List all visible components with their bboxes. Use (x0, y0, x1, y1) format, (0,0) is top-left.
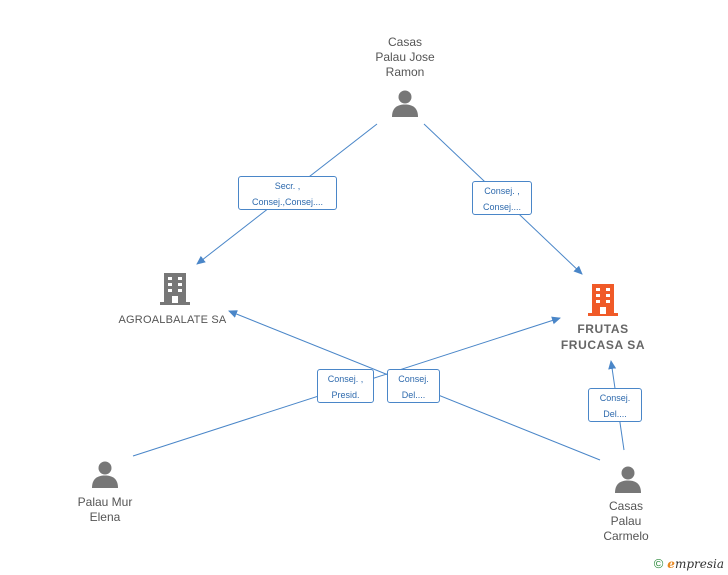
relation-label-line: Consej. , (327, 374, 364, 384)
node-label-line: Carmelo (603, 529, 649, 543)
node-label-line: Palau (610, 514, 642, 528)
brand-logo: empresia (667, 557, 724, 571)
relation-label[interactable]: Consej. Del.... (387, 369, 440, 403)
node-label-line: Casas (608, 499, 643, 513)
node-label-line: Palau Mur (77, 495, 133, 509)
copyright-icon: © (653, 556, 664, 571)
person-icon[interactable] (90, 459, 120, 489)
node-label-line: Palau Jose (375, 50, 435, 64)
building-icon[interactable] (588, 282, 618, 316)
relation-label-line: Consej. (398, 374, 429, 384)
node-label-line: Elena (89, 510, 121, 524)
relation-label-line: Consej. , (484, 186, 520, 196)
person-icon[interactable] (613, 464, 643, 494)
node-label-line: AGROALBALATE SA (118, 314, 227, 326)
node-label-frutas-frucasa-sa[interactable]: FRUTAS FRUCASA SA (548, 321, 658, 353)
node-label-palau-mur-elena[interactable]: Palau Mur Elena (55, 495, 155, 525)
brand-footer: ©empresia (654, 556, 724, 571)
node-label-casas-palau-jose-ramon[interactable]: Casas Palau Jose Ramon (355, 35, 455, 80)
node-label-line: FRUTAS (577, 322, 629, 336)
node-label-line: FRUCASA SA (560, 338, 646, 352)
relation-label-line: Consej.,Consej.... (251, 197, 324, 207)
relation-label[interactable]: Consej. Del.... (588, 388, 642, 422)
relation-label-line: Consej. (599, 393, 631, 403)
relation-label[interactable]: Consej. , Presid. (317, 369, 374, 403)
node-label-line: Casas (387, 35, 422, 49)
relation-label[interactable]: Consej. , Consej.... (472, 181, 532, 215)
relation-label-line: Del.... (401, 390, 426, 400)
relation-label-line: Del.... (603, 409, 627, 419)
node-label-casas-palau-carmelo[interactable]: Casas Palau Carmelo (576, 499, 676, 544)
relation-label-line: Consej.... (482, 202, 522, 212)
relation-label[interactable]: Secr. , Consej.,Consej.... (238, 176, 337, 210)
node-label-line: Ramon (385, 65, 425, 79)
node-label-agroalbalate-sa[interactable]: AGROALBALATE SA (105, 313, 240, 328)
building-icon[interactable] (160, 271, 190, 305)
relation-label-line: Presid. (331, 390, 360, 400)
relation-label-line: Secr. , (274, 181, 301, 191)
person-icon[interactable] (390, 88, 420, 118)
